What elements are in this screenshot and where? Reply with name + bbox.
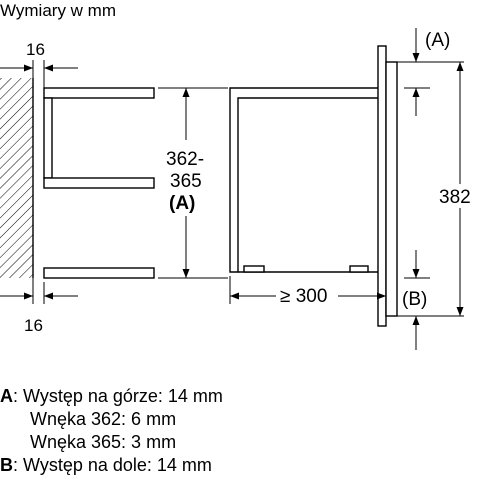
niche-height-dimension: 362- 365 (A) — [158, 87, 228, 279]
note-a-sub2: Wnęka 365: 3 mm — [30, 432, 177, 452]
note-a-text: : Występ na górze: 14 mm — [13, 386, 223, 406]
niche-upper-shelf — [43, 177, 155, 189]
niche-height-line1: 362- — [166, 149, 204, 170]
notes: A: Występ na górze: 14 mm Wnęka 362: 6 m… — [0, 384, 477, 476]
niche-bottom-shelf — [43, 267, 155, 279]
total-height-label: 382 — [439, 187, 471, 208]
wall-gap-top-label: 16 — [26, 40, 45, 59]
ref-a-label: (A) — [425, 30, 450, 51]
ref-b-label: (B) — [402, 289, 427, 310]
wall-gap-bottom-label: 16 — [24, 316, 43, 335]
note-b-text: : Występ na dole: 14 mm — [13, 455, 212, 475]
wall-gap-bottom-dimension: 16 — [0, 278, 78, 335]
appliance-body — [229, 45, 398, 327]
diagram-title: Wymiary w mm — [0, 1, 116, 20]
note-b-key: B — [0, 455, 13, 475]
wall — [0, 78, 34, 278]
appliance-front-panel — [385, 61, 398, 317]
wall-hatching — [0, 78, 33, 278]
note-a-sub1: Wnęka 362: 6 mm — [30, 409, 177, 429]
niche-height-ref: (A) — [169, 193, 195, 214]
niche-top-shelf — [43, 87, 155, 99]
niche-back-panel — [43, 97, 53, 179]
appliance-foot-right — [349, 265, 369, 273]
niche-height-line2: 365 — [170, 171, 202, 192]
wall-gap-top-dimension: 16 — [0, 40, 78, 88]
depth-label: ≥ 300 — [280, 286, 327, 307]
note-a: A: Występ na górze: 14 mm — [0, 384, 477, 407]
total-height-dimension: 382 — [437, 62, 477, 316]
appliance-foot-left — [243, 265, 265, 273]
appliance-frame — [377, 45, 387, 327]
ref-a-dimension: (A) — [397, 28, 464, 116]
cabinet-niche — [43, 87, 155, 279]
note-a-key: A — [0, 386, 13, 406]
appliance-outline — [229, 87, 386, 273]
note-b: B: Występ na dole: 14 mm — [0, 453, 477, 476]
depth-dimension: ≥ 300 — [229, 276, 386, 307]
ref-b-dimension: (B) — [397, 250, 464, 350]
